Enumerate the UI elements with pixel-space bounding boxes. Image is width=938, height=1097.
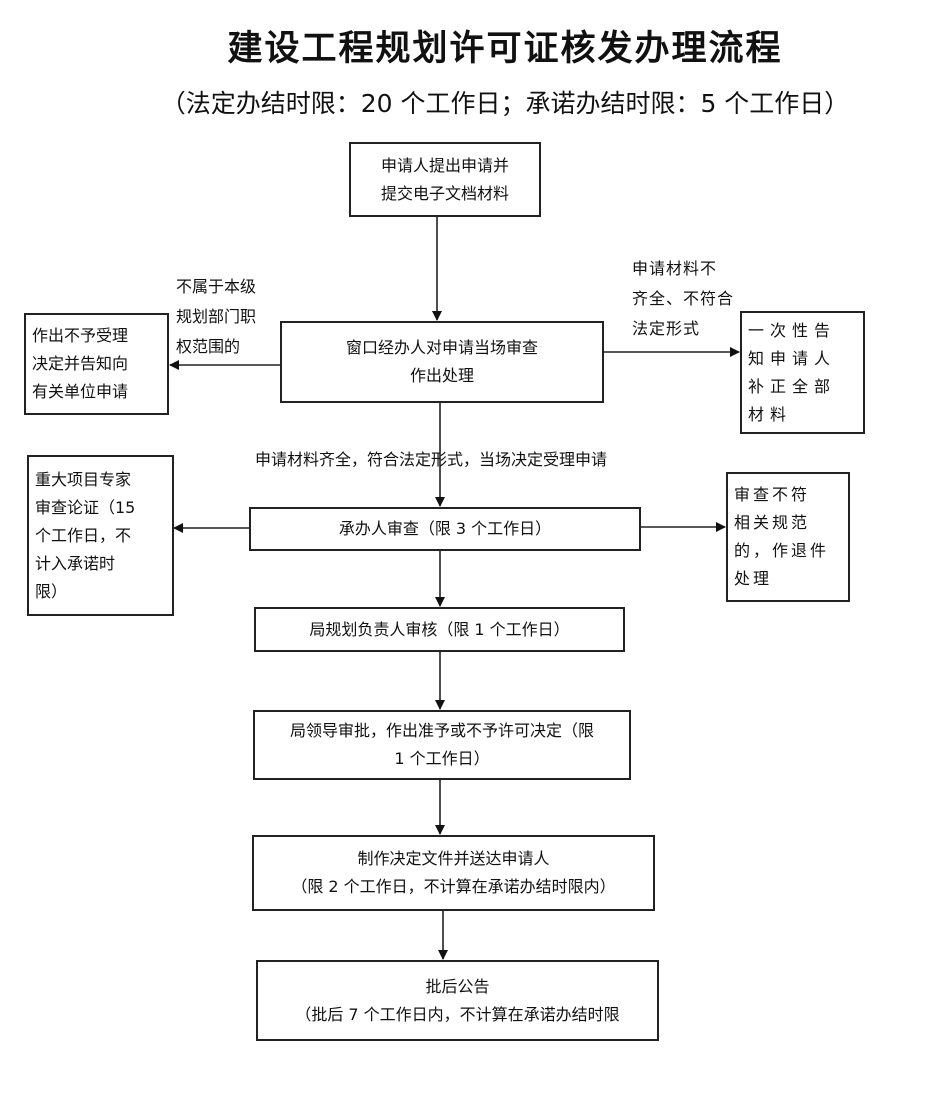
node-return-docs: 审查不符 相关规范 的，作退件 处理 [726, 472, 850, 602]
node-text: 申请人提出申请并 提交电子文档材料 [380, 155, 509, 203]
node-text: 重大项目专家 审查论证（15 个工作日，不 计入承诺时 限） [35, 469, 136, 601]
node-text: 审查不符 相关规范 的，作退件 处理 [734, 485, 830, 588]
node-notify-supplement: 一次性告 知申请人 补正全部 材料 [740, 311, 865, 434]
node-expert-review: 重大项目专家 审查论证（15 个工作日，不 计入承诺时 限） [27, 455, 174, 616]
node-announcement: 批后公告 （批后 7 个工作日内，不计算在承诺办结时限 [256, 960, 659, 1041]
label-incomplete: 申请材料不 齐全、不符合 法定形式 [632, 259, 735, 338]
node-window-review: 窗口经办人对申请当场审查 作出处理 [280, 321, 604, 403]
node-text: 一次性告 知申请人 补正全部 材料 [748, 320, 837, 424]
node-text: 制作决定文件并送达申请人 （限 2 个工作日，不计算在承诺办结时限内） [291, 849, 616, 896]
node-text: 局领导审批，作出准予或不予许可决定（限 1 个工作日） [289, 721, 594, 768]
node-text: 批后公告 （批后 7 个工作日内，不计算在承诺办结时限 [295, 976, 620, 1024]
node-text: 局规划负责人审核（限 1 个工作日） [309, 619, 570, 639]
page-title: 建设工程规划许可证核发办理流程 [227, 29, 783, 69]
node-planning-head: 局规划负责人审核（限 1 个工作日） [254, 607, 625, 652]
node-text: 窗口经办人对申请当场审查 作出处理 [345, 338, 538, 385]
node-handler-review: 承办人审查（限 3 个工作日） [249, 507, 641, 551]
node-text: 作出不予受理 决定并告知向 有关单位申请 [32, 326, 129, 401]
node-apply: 申请人提出申请并 提交电子文档材料 [349, 142, 541, 217]
node-leader-approval: 局领导审批，作出准予或不予许可决定（限 1 个工作日） [253, 710, 631, 780]
label-accepted: 申请材料齐全，符合法定形式，当场决定受理申请 [255, 450, 608, 469]
label-not-in-scope: 不属于本级 规划部门职 权范围的 [176, 277, 257, 356]
page-subtitle: （法定办结时限：20 个工作日；承诺办结时限：5 个工作日） [160, 89, 850, 118]
node-make-decision: 制作决定文件并送达申请人 （限 2 个工作日，不计算在承诺办结时限内） [252, 835, 655, 911]
node-text: 承办人审查（限 3 个工作日） [338, 519, 552, 538]
node-reject-scope: 作出不予受理 决定并告知向 有关单位申请 [24, 313, 169, 415]
